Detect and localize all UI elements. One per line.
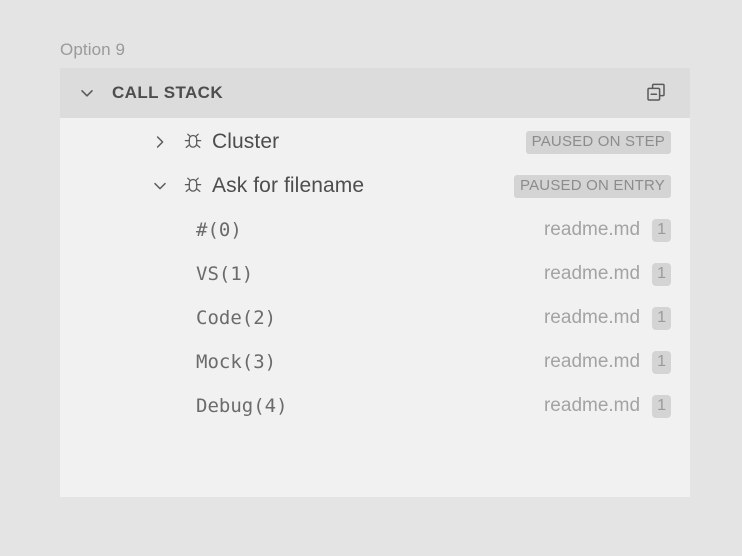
chevron-down-icon[interactable] <box>148 164 172 208</box>
frame-line-badge: 1 <box>652 218 671 242</box>
frame-name: #(0) <box>196 219 242 241</box>
frame-line-badge: 1 <box>652 262 671 286</box>
frame-source: readme.md <box>543 351 641 372</box>
frame-source: readme.md <box>543 395 641 416</box>
frame-location: readme.md 1 <box>543 306 671 330</box>
thread-label: Cluster <box>212 130 280 153</box>
call-stack-frame-row[interactable]: #(0) readme.md 1 <box>60 208 690 252</box>
call-stack-frame-row[interactable]: Debug(4) readme.md 1 <box>60 384 690 428</box>
status-badge: PAUSED ON ENTRY <box>514 174 671 198</box>
collapse-all-icon[interactable] <box>642 79 670 107</box>
bug-icon <box>182 131 204 153</box>
call-stack-tree: Cluster PAUSED ON STEP <box>60 118 690 497</box>
frame-name: Mock(3) <box>196 351 277 373</box>
frame-name: Debug(4) <box>196 395 288 417</box>
status-badge: PAUSED ON STEP <box>525 130 671 154</box>
frame-name: Code(2) <box>196 307 277 329</box>
call-stack-frame-row[interactable]: VS(1) readme.md 1 <box>60 252 690 296</box>
option-label: Option 9 <box>60 40 126 59</box>
frame-location: readme.md 1 <box>543 350 671 374</box>
call-stack-frame-row[interactable]: Code(2) readme.md 1 <box>60 296 690 340</box>
frame-source: readme.md <box>543 219 641 240</box>
frame-source: readme.md <box>543 263 641 284</box>
call-stack-panel: CALL STACK <box>60 68 690 497</box>
thread-label: Ask for filename <box>212 174 365 197</box>
bug-icon <box>182 175 204 197</box>
panel-title: CALL STACK <box>112 83 224 102</box>
frame-name: VS(1) <box>196 263 254 285</box>
chevron-down-icon[interactable] <box>74 80 100 106</box>
chevron-right-icon[interactable] <box>148 120 172 164</box>
panel-header-actions <box>642 79 670 107</box>
frame-line-badge: 1 <box>652 306 671 330</box>
frame-source: readme.md <box>543 307 641 328</box>
frame-location: readme.md 1 <box>543 262 671 286</box>
call-stack-panel-header[interactable]: CALL STACK <box>60 68 690 118</box>
frame-line-badge: 1 <box>652 394 671 418</box>
call-stack-thread-row[interactable]: Ask for filename PAUSED ON ENTRY <box>60 164 690 208</box>
call-stack-thread-row[interactable]: Cluster PAUSED ON STEP <box>60 120 690 164</box>
call-stack-frame-row[interactable]: Mock(3) readme.md 1 <box>60 340 690 384</box>
frame-location: readme.md 1 <box>543 218 671 242</box>
frame-line-badge: 1 <box>652 350 671 374</box>
frame-location: readme.md 1 <box>543 394 671 418</box>
